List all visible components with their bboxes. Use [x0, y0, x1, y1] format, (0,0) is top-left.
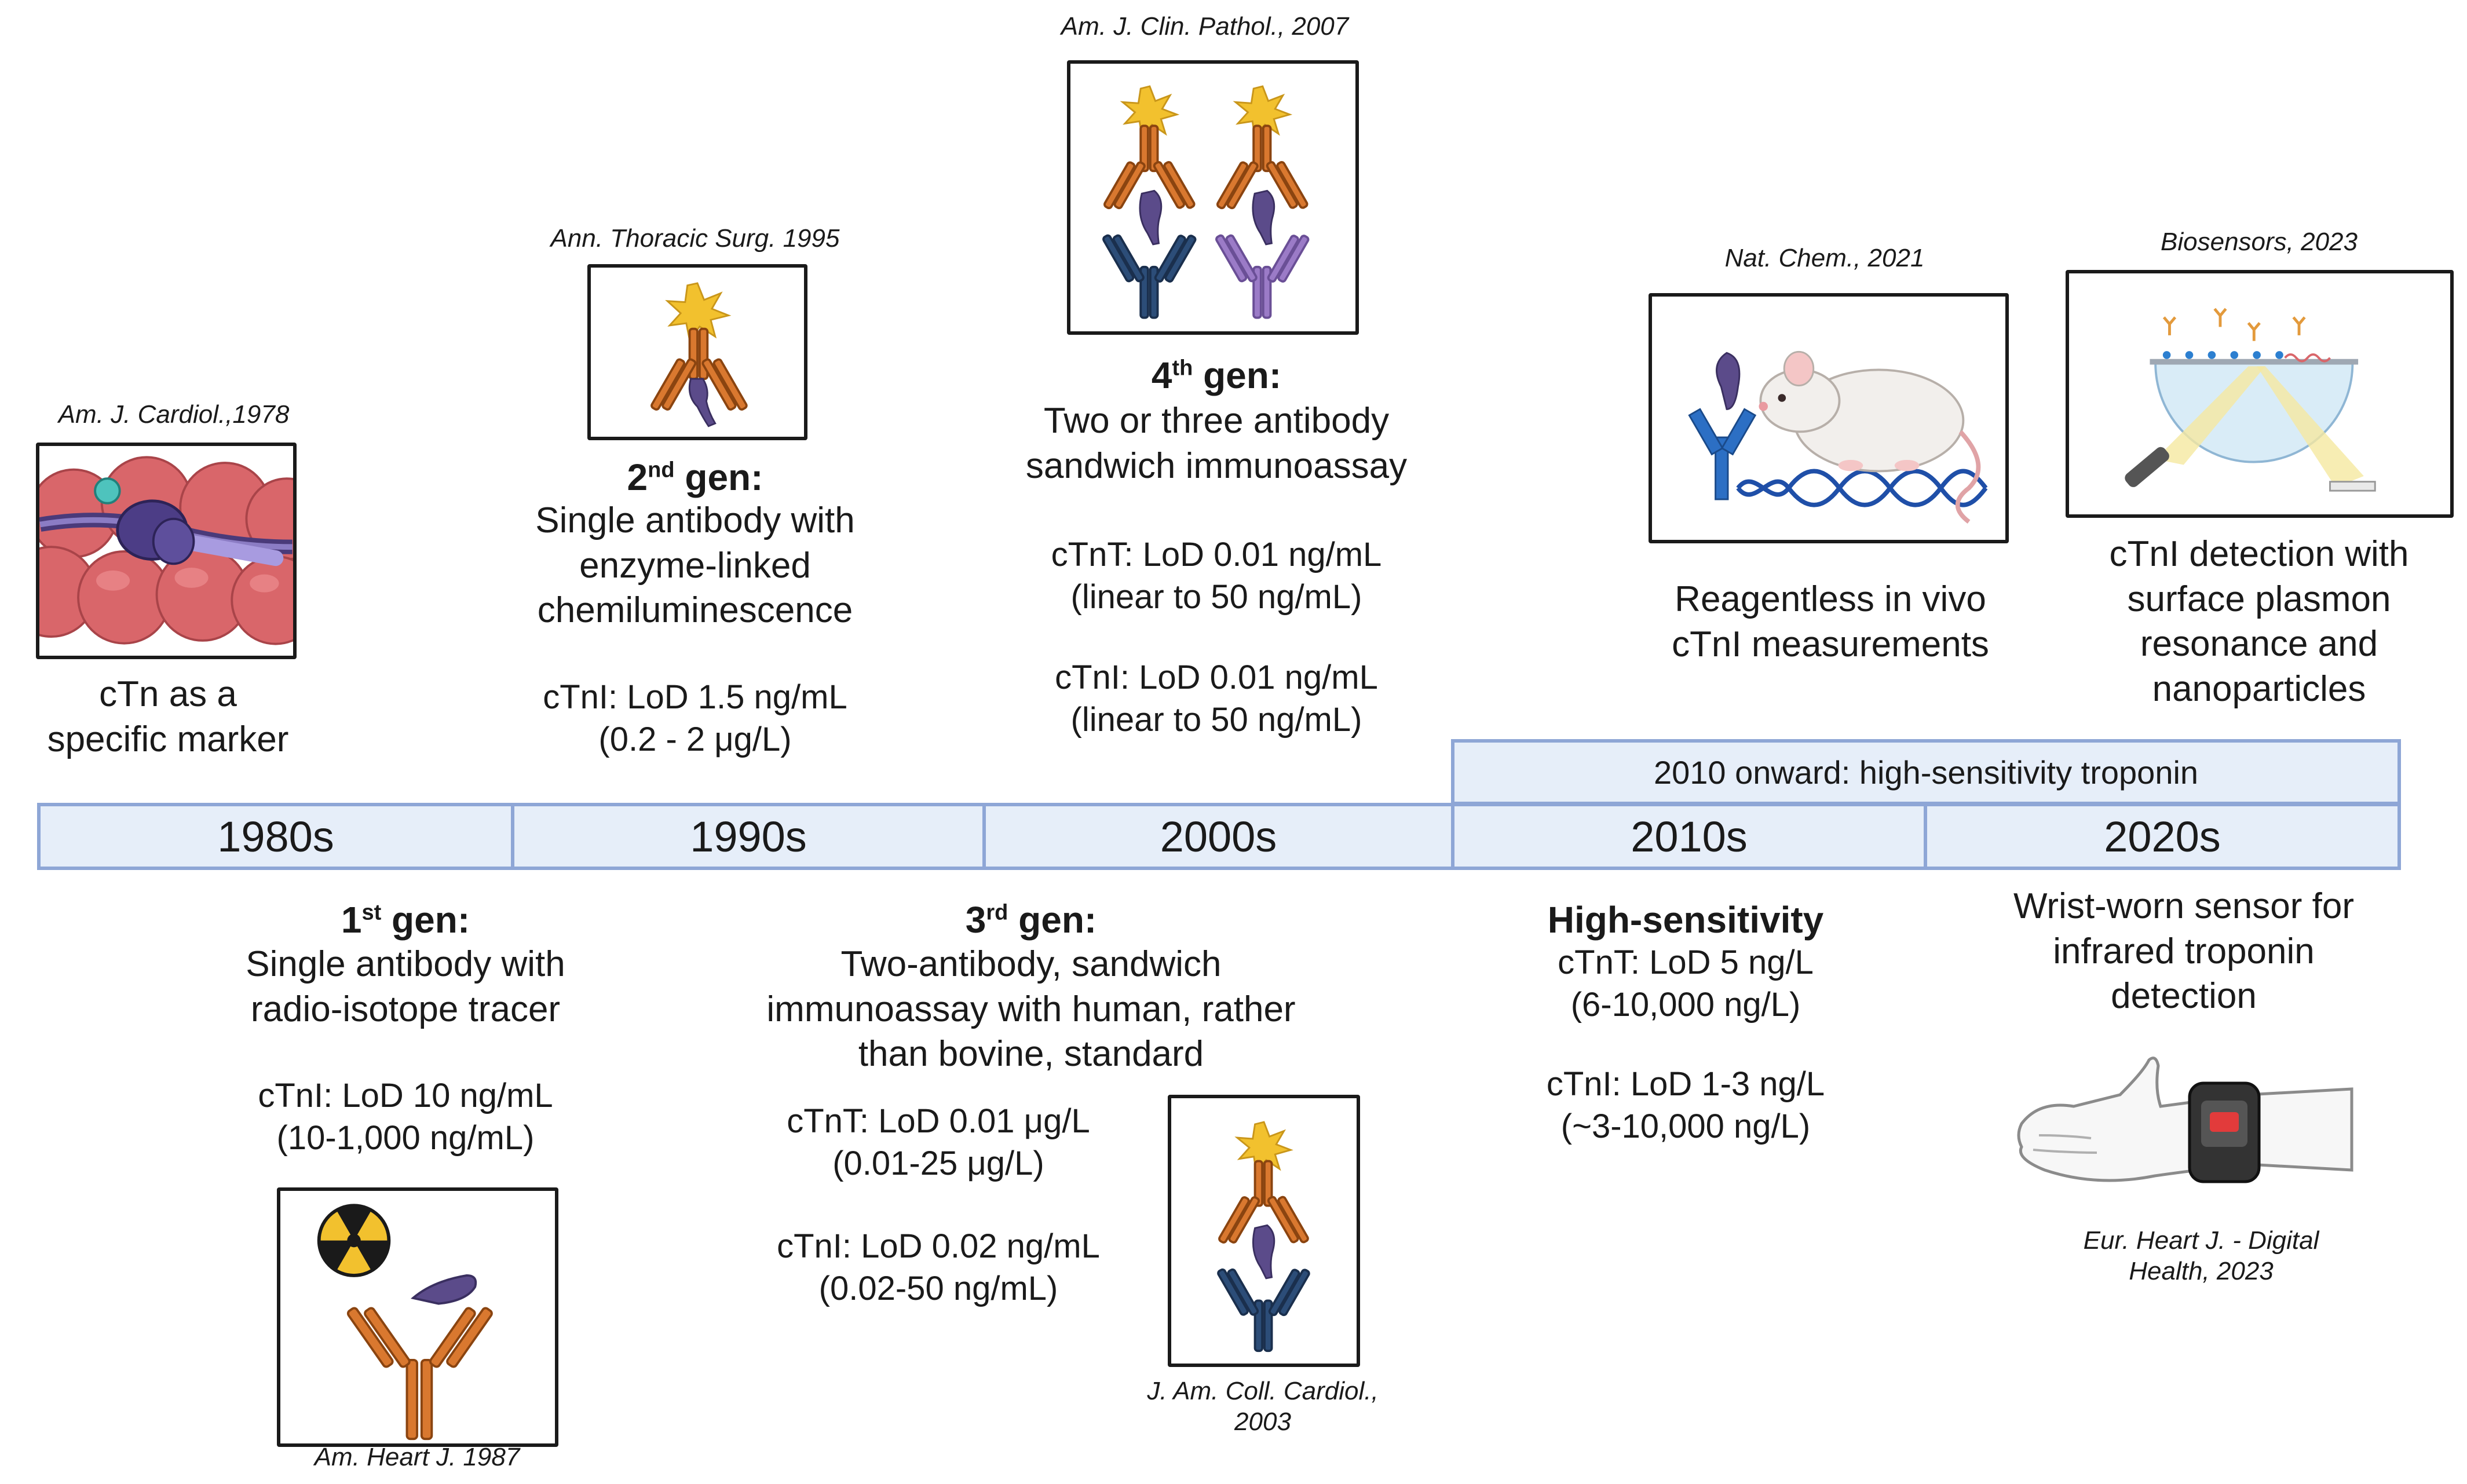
invivo-citation: Nat. Chem., 2021 — [1724, 244, 1925, 272]
gen3-figure — [1168, 1095, 1360, 1367]
gen2-metrics: cTnI: LoD 1.5 ng/mL (0.2 - 2 μg/L) — [543, 678, 847, 758]
gen4-figure — [1067, 60, 1359, 335]
gen1-citation: Am. Heart J. 1987 — [314, 1443, 520, 1471]
gen4-metrics-tnt: cTnT: LoD 0.01 ng/mL (linear to 50 ng/mL… — [1051, 536, 1382, 616]
mouse-icon — [1759, 350, 1981, 524]
marker-citation: Am. J. Cardiol.,1978 — [58, 400, 290, 429]
gen1-metrics: cTnI: LoD 10 ng/mL (10-1,000 ng/mL) — [258, 1077, 553, 1157]
antibody-icon — [346, 1307, 493, 1441]
gen3-metrics-tnt: cTnT: LoD 0.01 μg/L (0.01-25 μg/L) — [787, 1102, 1090, 1182]
hs-metrics-tni: cTnI: LoD 1-3 ng/L (~3-10,000 ng/L) — [1546, 1065, 1825, 1145]
decade-2020s: 2020s — [1924, 803, 2401, 870]
muscle-fiber-icon — [39, 456, 293, 645]
troponin-complex-figure — [36, 443, 297, 659]
gen1-figure — [277, 1187, 558, 1447]
antibody-icon — [650, 327, 748, 411]
hs-heading: High-sensitivity — [1547, 899, 1824, 941]
wristband-icon — [2188, 1081, 2261, 1183]
invivo-caption: Reagentless in vivo cTnI measurements — [1672, 579, 1989, 664]
antibody-icon — [1103, 125, 1309, 210]
hand-icon — [2017, 1057, 2353, 1182]
hs-metrics-tnt: cTnT: LoD 5 ng/L (6-10,000 ng/L) — [1558, 944, 1814, 1024]
nanoparticle-icon — [2162, 351, 2283, 359]
high-sensitivity-band: 2010 onward: high-sensitivity troponin — [1451, 739, 2401, 805]
gen4-description: Two or three antibody sandwich immunoass… — [1025, 401, 1408, 486]
gen3-metrics-tni: cTnI: LoD 0.02 ng/mL (0.02-50 ng/mL) — [777, 1227, 1100, 1307]
decade-2010s: 2010s — [1451, 803, 1927, 870]
gen1-heading: 1st gen: — [341, 899, 470, 941]
spr-figure — [2066, 270, 2454, 518]
decade-1980s: 1980s — [37, 803, 514, 870]
gen1-description: Single antibody with radio-isotope trace… — [246, 944, 565, 1029]
gen3-heading: 3rd gen: — [965, 899, 1097, 941]
spr-prism-icon — [2125, 359, 2376, 492]
radiation-icon — [317, 1204, 391, 1277]
antibody-icon — [1217, 1268, 1310, 1353]
antibody-icon — [2162, 308, 2306, 341]
marker-caption: cTn as a specific marker — [47, 674, 289, 759]
antibody-icon — [1215, 234, 1310, 319]
gen3-description: Two-antibody, sandwich immunoassay with … — [766, 944, 1296, 1074]
antibody-icon — [1218, 1160, 1309, 1244]
gen4-metrics-tni: cTnI: LoD 0.01 ng/mL (linear to 50 ng/mL… — [1055, 659, 1378, 739]
wrist-caption: Wrist-worn sensor for infrared troponin … — [2013, 886, 2354, 1016]
gen2-description: Single antibody with enzyme-linked chemi… — [535, 500, 855, 630]
decade-2000s: 2000s — [982, 803, 1454, 870]
aptamer-sensor-icon — [1688, 352, 1988, 507]
gen2-citation: Ann. Thoracic Surg. 1995 — [550, 224, 840, 253]
gen2-figure — [587, 264, 807, 440]
gen4-heading: 4th gen: — [1151, 354, 1282, 396]
spr-caption: cTnI detection with surface plasmon reso… — [2109, 534, 2409, 709]
decade-1990s: 1990s — [511, 803, 986, 870]
spr-citation: Biosensors, 2023 — [2161, 228, 2358, 256]
wrist-figure — [2004, 1037, 2363, 1199]
gen2-heading: 2nd gen: — [627, 456, 763, 498]
gen3-citation: J. Am. Coll. Cardiol., 2003 — [1147, 1377, 1379, 1436]
invivo-figure — [1649, 293, 2009, 543]
antibody-icon — [1102, 234, 1197, 319]
wrist-citation: Eur. Heart J. - Digital Health, 2023 — [2083, 1226, 2319, 1285]
gen4-citation: Am. J. Clin. Pathol., 2007 — [1061, 12, 1349, 41]
